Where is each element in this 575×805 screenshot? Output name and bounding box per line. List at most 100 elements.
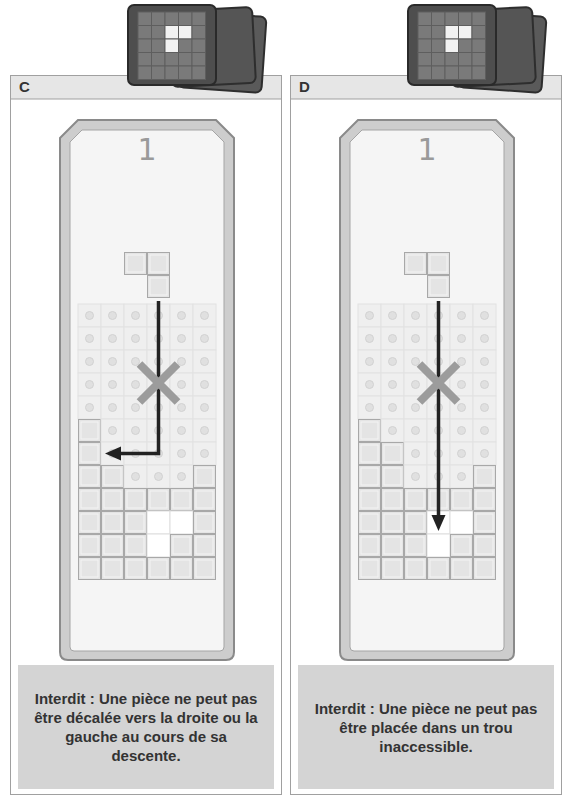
block-cell — [171, 489, 193, 511]
block-cell — [405, 512, 427, 534]
block-cell — [102, 489, 124, 511]
empty-cell — [450, 419, 473, 442]
grid-dot — [458, 358, 466, 366]
empty-cell — [473, 373, 496, 396]
block-cell — [382, 443, 404, 465]
empty-cell — [193, 442, 216, 465]
grid-dot — [109, 404, 117, 412]
empty-cell — [404, 327, 427, 350]
card-cell — [138, 39, 152, 53]
block-bevel — [104, 468, 121, 485]
block-bevel — [196, 514, 213, 531]
block-bevel — [196, 468, 213, 485]
grid-dot — [481, 427, 489, 435]
grid-dot — [109, 427, 117, 435]
empty-cell — [450, 327, 473, 350]
grid-dot — [201, 358, 209, 366]
block-cell — [382, 489, 404, 511]
empty-cell — [124, 327, 147, 350]
grid-dot — [201, 335, 209, 343]
block-bevel — [127, 537, 144, 554]
empty-cell — [124, 304, 147, 327]
block-bevel — [173, 491, 190, 508]
block-cell — [474, 535, 496, 557]
block-bevel — [196, 537, 213, 554]
block-bevel — [81, 468, 98, 485]
card-cell — [418, 26, 432, 40]
empty-cell — [381, 304, 404, 327]
block-cell — [382, 466, 404, 488]
empty-cell — [124, 465, 147, 488]
block-cell — [451, 558, 473, 580]
block-bevel — [196, 560, 213, 577]
grid-dot — [201, 381, 209, 389]
card-cell — [432, 39, 446, 53]
block-cell — [474, 558, 496, 580]
block-bevel — [150, 278, 167, 295]
block-bevel — [127, 560, 144, 577]
block-bevel — [453, 537, 470, 554]
block-cell — [79, 535, 101, 557]
arrow-head — [432, 515, 446, 531]
grid-dot — [86, 335, 94, 343]
grid-dot — [201, 312, 209, 320]
empty-cell — [404, 442, 427, 465]
block-bevel — [384, 537, 401, 554]
card-front — [408, 5, 496, 85]
card-cell — [152, 12, 166, 26]
grid-dot — [412, 335, 420, 343]
block-cell — [474, 466, 496, 488]
block-bevel — [384, 560, 401, 577]
block-bevel — [127, 255, 144, 272]
empty-cell — [78, 304, 101, 327]
empty-cell — [193, 419, 216, 442]
block-cell — [428, 558, 450, 580]
grid-dot — [481, 312, 489, 320]
block-cell — [79, 512, 101, 534]
block-cell — [125, 512, 147, 534]
card-cell — [445, 26, 459, 40]
block-bevel — [81, 514, 98, 531]
panel-art — [291, 5, 562, 795]
block-bevel — [384, 445, 401, 462]
block-cell — [79, 558, 101, 580]
grid-dot — [178, 335, 186, 343]
card-cell — [459, 12, 473, 26]
empty-cell — [101, 350, 124, 373]
card-cell — [472, 26, 486, 40]
card-cell — [192, 53, 206, 67]
hole-cell — [147, 534, 170, 557]
grid-dot — [412, 473, 420, 481]
grid-dot — [132, 381, 140, 389]
card-cell — [179, 66, 193, 80]
grid-dot — [132, 358, 140, 366]
grid-dot — [201, 404, 209, 412]
card-cell — [152, 53, 166, 67]
card-cell — [179, 53, 193, 67]
grid-dot — [366, 335, 374, 343]
block-bevel — [104, 514, 121, 531]
block-bevel — [476, 468, 493, 485]
card-cell — [432, 12, 446, 26]
block-bevel — [81, 560, 98, 577]
block-bevel — [81, 422, 98, 439]
grid-dot — [389, 427, 397, 435]
card-cell — [459, 39, 473, 53]
block-bevel — [361, 537, 378, 554]
empty-cell — [170, 327, 193, 350]
grid-dot — [109, 335, 117, 343]
block-bevel — [361, 445, 378, 462]
grid-dot — [458, 335, 466, 343]
level-number: 1 — [127, 133, 167, 167]
block-cell — [102, 512, 124, 534]
grid-dot — [458, 312, 466, 320]
card-cell — [138, 12, 152, 26]
empty-cell — [404, 304, 427, 327]
card-cell — [418, 39, 432, 53]
block-cell — [405, 489, 427, 511]
block-cell — [125, 489, 147, 511]
empty-cell — [78, 373, 101, 396]
block-cell — [405, 535, 427, 557]
block-bevel — [173, 537, 190, 554]
block-bevel — [361, 422, 378, 439]
